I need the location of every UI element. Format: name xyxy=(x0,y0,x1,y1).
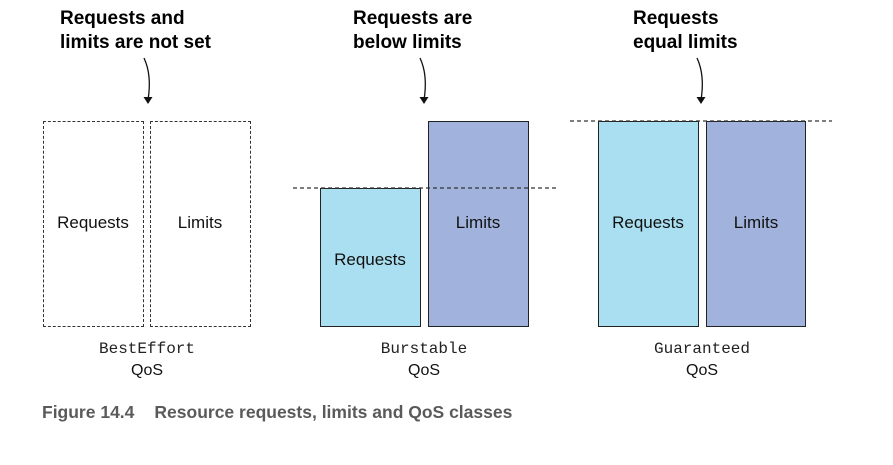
callout-line: Requests and xyxy=(60,8,185,29)
callout-line: limits are not set xyxy=(60,32,211,53)
guaranteed-limits-box xyxy=(706,121,806,327)
burstable-requests-label: Requests xyxy=(334,250,406,269)
besteffort-requests-label: Requests xyxy=(57,213,129,232)
guaranteed-qos-suffix: QoS xyxy=(685,362,719,379)
burstable-limits-box xyxy=(428,121,529,327)
burstable-pointer-arrow xyxy=(419,57,426,101)
callout-line: equal limits xyxy=(633,32,738,53)
callout-line: Requests xyxy=(633,8,719,29)
guaranteed-pointer-arrow xyxy=(696,57,703,101)
figure-caption: Figure 14.4 Resource requests, limits and… xyxy=(42,402,512,423)
besteffort-limits-box xyxy=(150,121,251,327)
callout-line: below limits xyxy=(353,32,462,53)
besteffort-pointer-arrow xyxy=(143,57,150,101)
figure-number: Figure 14.4 xyxy=(42,402,135,422)
guaranteed-arrowhead-icon xyxy=(696,97,706,104)
callout-line: Requests are xyxy=(353,8,473,29)
besteffort-qos-class: BestEffort xyxy=(98,340,196,358)
burstable-arrowhead-icon xyxy=(419,97,429,104)
guaranteed-callout: Requests equal limits xyxy=(633,7,738,55)
besteffort-arrowhead-icon xyxy=(143,97,153,104)
figure-caption-text: Resource requests, limits and QoS classe… xyxy=(154,402,513,422)
besteffort-callout: Requests and limits are not set xyxy=(60,7,211,55)
guaranteed-qos-class: Guaranteed xyxy=(653,340,751,358)
besteffort-qos-suffix: QoS xyxy=(130,362,164,379)
guaranteed-requests-label: Requests xyxy=(612,213,684,232)
burstable-callout: Requests are below limits xyxy=(353,7,472,55)
burstable-qos-suffix: QoS xyxy=(407,362,441,379)
guaranteed-limits-label: Limits xyxy=(733,213,779,232)
burstable-qos-class: Burstable xyxy=(380,340,468,358)
burstable-requests-box xyxy=(320,188,421,327)
besteffort-requests-box xyxy=(43,121,144,327)
besteffort-limits-label: Limits xyxy=(177,213,223,232)
burstable-limits-label: Limits xyxy=(455,213,501,232)
